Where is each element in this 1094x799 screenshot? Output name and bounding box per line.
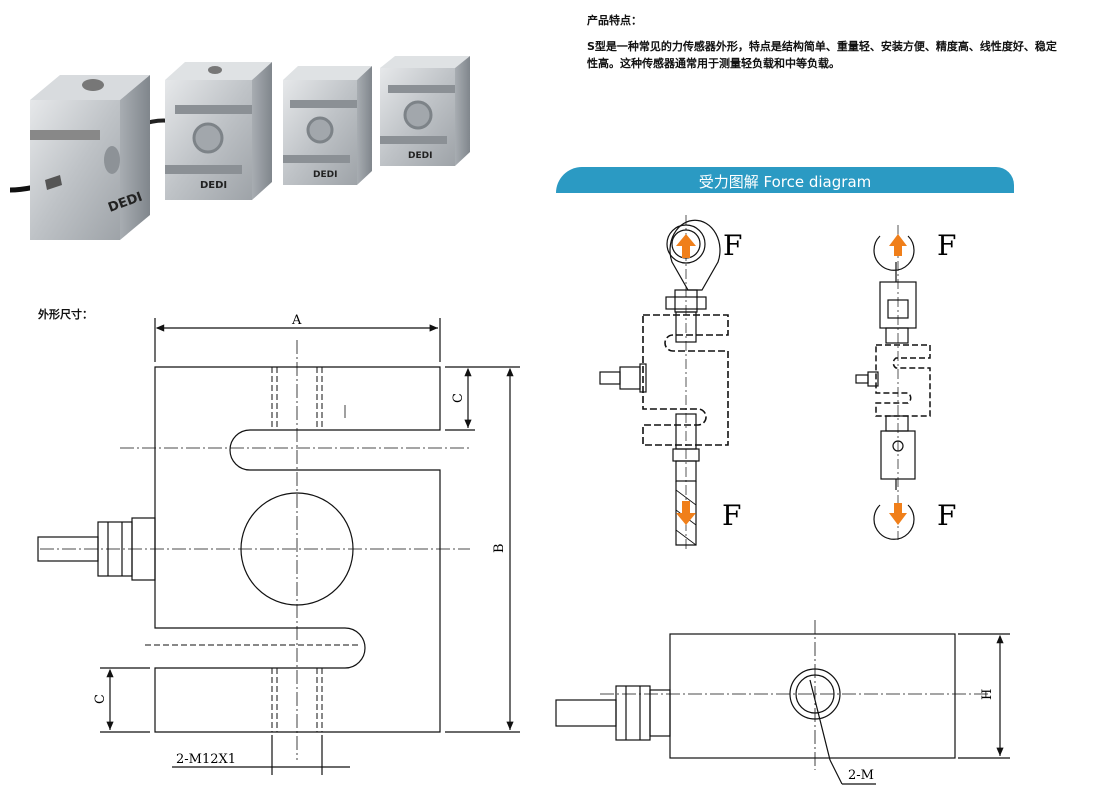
force-label-bottom-left: F [722, 499, 741, 532]
force-arrows-rod-end [676, 234, 696, 525]
brand-mark-3: DEDI [313, 170, 337, 180]
features-title: 产品特点： [587, 14, 642, 27]
force-diagram-hook [855, 225, 931, 540]
force-label-top-right: F [937, 229, 956, 262]
features-description: S型是一种常见的力传感器外形，特点是结构简单、重量轻、安装方便、精度高、线性度好… [587, 40, 1057, 70]
brand-mark-2: DEDI [200, 180, 227, 191]
brand-mark-4: DEDI [408, 151, 432, 161]
dim-label-c-bottom: C [93, 694, 108, 704]
side-view-drawing [555, 620, 1010, 785]
force-diagram-banner: 受力图解 Force diagram [556, 167, 1014, 193]
load-cell-2: DEDI [165, 62, 272, 200]
dim-label-h: H [980, 689, 995, 700]
force-label-bottom-right: F [937, 499, 956, 532]
load-cell-3: DEDI [283, 66, 372, 185]
product-photo: DEDI DEDI DEDI DEDI [9, 56, 470, 240]
load-cell-4: DEDI [380, 56, 470, 166]
force-arrows-hook [889, 234, 907, 525]
thread-label: 2-M12X1 [176, 752, 236, 767]
s-type-outline-drawing [37, 318, 520, 775]
force-diagram-title: 受力图解 Force diagram [698, 173, 872, 191]
dimensions-title: 外形尺寸： [38, 308, 93, 321]
side-thread-label: 2-M [848, 768, 874, 783]
dim-label-c-top: C [451, 393, 466, 403]
load-cell-1: DEDI [30, 75, 150, 240]
dim-label-a: A [291, 313, 302, 328]
dim-label-b: B [492, 543, 507, 553]
force-diagram-rod-end [599, 215, 729, 550]
force-label-top-left: F [723, 229, 742, 262]
